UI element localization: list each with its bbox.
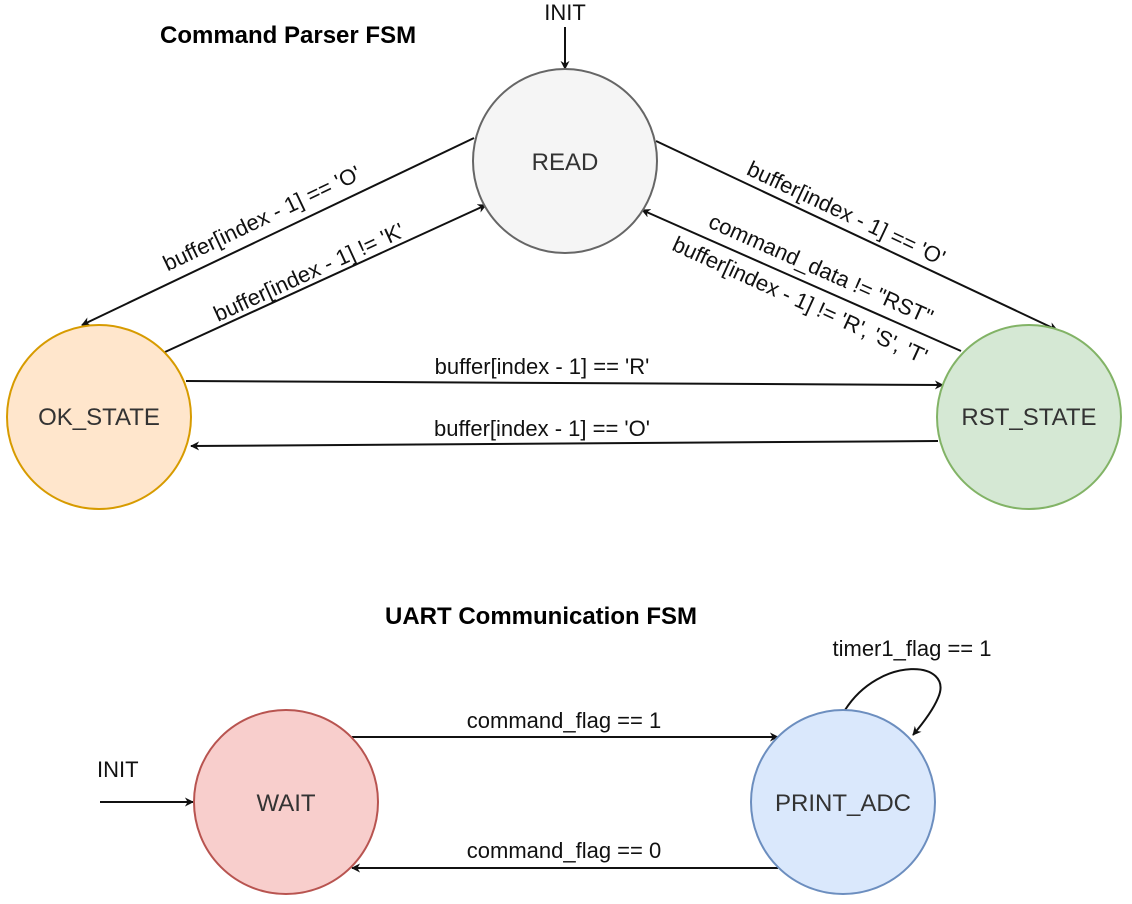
state-print-adc: PRINT_ADC: [750, 709, 936, 895]
fsm1-title: Command Parser FSM: [160, 22, 416, 49]
fsm1-init-label: INIT: [544, 0, 586, 25]
state-rst: RST_STATE: [936, 324, 1122, 510]
edge-rst-to-ok: [190, 440, 939, 451]
state-wait-label: WAIT: [256, 790, 315, 817]
edge-ok-to-read: [164, 204, 487, 353]
state-rst-label: RST_STATE: [961, 404, 1096, 431]
state-print-adc-label: PRINT_ADC: [775, 790, 911, 817]
edge-print-self-loop: [844, 668, 942, 736]
fsm2-init-indicator: INIT: [97, 757, 194, 807]
edge-read-to-ok: [81, 137, 475, 326]
command-parser-fsm: Command Parser FSM INIT buffer[index - 1…: [6, 0, 1122, 510]
edge-ok-to-rst: [185, 380, 944, 390]
edge-rst-to-read: [641, 209, 962, 352]
state-rst-circle: [936, 324, 1122, 510]
edge-read-to-rst: [655, 140, 1058, 331]
state-read-circle: [472, 68, 658, 254]
fsm2-init-label: INIT: [97, 757, 139, 782]
state-ok: OK_STATE: [6, 324, 192, 510]
state-read: READ: [472, 68, 658, 254]
state-print-adc-circle: [750, 709, 936, 895]
state-wait: WAIT: [193, 709, 379, 895]
state-read-label: READ: [532, 149, 599, 176]
fsm1-init-indicator: INIT: [544, 0, 586, 70]
fsm2-title: UART Communication FSM: [385, 603, 697, 630]
label-wait-to-print: command_flag == 1: [467, 708, 661, 733]
label-ok-to-rst: buffer[index - 1] == 'R': [435, 354, 650, 379]
state-wait-circle: [193, 709, 379, 895]
label-print-to-wait: command_flag == 0: [467, 838, 661, 863]
state-ok-circle: [6, 324, 192, 510]
state-ok-label: OK_STATE: [38, 404, 160, 431]
label-rst-to-ok: buffer[index - 1] == 'O': [434, 416, 650, 441]
label-print-self-loop: timer1_flag == 1: [833, 636, 992, 661]
uart-communication-fsm: UART Communication FSM INIT command_flag…: [97, 603, 992, 895]
